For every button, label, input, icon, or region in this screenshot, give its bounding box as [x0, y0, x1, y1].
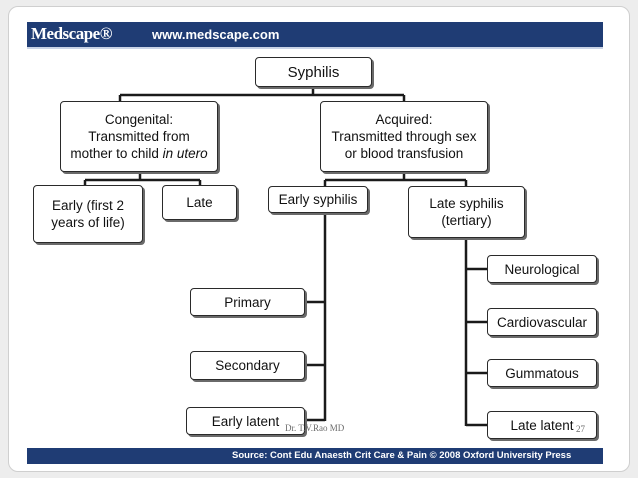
gummatous-label: Gummatous	[505, 365, 579, 381]
congenital-early-line2: years of life)	[51, 215, 125, 230]
neurological-label: Neurological	[504, 261, 580, 277]
acquired-desc-line2: or blood transfusion	[344, 146, 464, 161]
early-latent-box: Early latent	[186, 407, 305, 435]
congenital-early-line1: Early (first 2	[51, 198, 124, 213]
late-syphilis-box: Late syphilis (tertiary)	[408, 186, 525, 238]
congenital-desc-line2: mother to child in utero	[70, 145, 207, 162]
congenital-early-box: Early (first 2 years of life)	[33, 185, 143, 243]
website-url: www.medscape.com	[152, 27, 280, 42]
late-latent-box: Late latent	[487, 411, 597, 439]
syphilis-box: Syphilis	[255, 57, 372, 87]
early-syphilis-label: Early syphilis	[278, 192, 358, 207]
acquired-title: Acquired:	[375, 112, 433, 127]
syphilis-label: Syphilis	[287, 63, 340, 81]
congenital-late-label: Late	[186, 195, 213, 210]
congenital-box: Congenital: Transmitted from mother to c…	[60, 101, 218, 172]
acquired-box: Acquired: Transmitted through sex or blo…	[320, 101, 488, 172]
source-citation: Source: Cont Edu Anaesth Crit Care & Pai…	[232, 450, 572, 461]
acquired-desc-line1: Transmitted through sex	[331, 129, 477, 144]
early-latent-label: Early latent	[211, 413, 280, 429]
late-syphilis-line2: (tertiary)	[441, 213, 492, 228]
neurological-box: Neurological	[487, 255, 597, 283]
secondary-stage-box: Secondary	[190, 351, 305, 380]
congenital-desc-italic: in utero	[162, 146, 208, 161]
congenital-late-box: Late	[162, 185, 237, 220]
primary-stage-box: Primary	[190, 288, 305, 316]
source-footer-bar: Source: Cont Edu Anaesth Crit Care & Pai…	[27, 448, 603, 464]
primary-stage-label: Primary	[224, 294, 271, 310]
congenital-title: Congenital:	[104, 112, 174, 127]
slide-author: Dr. T.V.Rao MD	[285, 423, 345, 433]
slide-page-number: 27	[576, 424, 585, 434]
early-syphilis-box: Early syphilis	[268, 186, 368, 213]
gummatous-box: Gummatous	[487, 359, 597, 387]
cardiovascular-box: Cardiovascular	[487, 308, 597, 336]
congenital-desc-line1: Transmitted from	[88, 129, 190, 144]
cardiovascular-label: Cardiovascular	[496, 314, 588, 330]
congenital-desc-prefix: mother to child	[70, 146, 163, 161]
medscape-header-bar: Medscape® www.medscape.com	[27, 22, 603, 49]
late-syphilis-line1: Late syphilis	[429, 196, 504, 211]
medscape-logo: Medscape®	[31, 24, 112, 43]
late-latent-label: Late latent	[510, 417, 574, 433]
secondary-stage-label: Secondary	[215, 358, 280, 373]
